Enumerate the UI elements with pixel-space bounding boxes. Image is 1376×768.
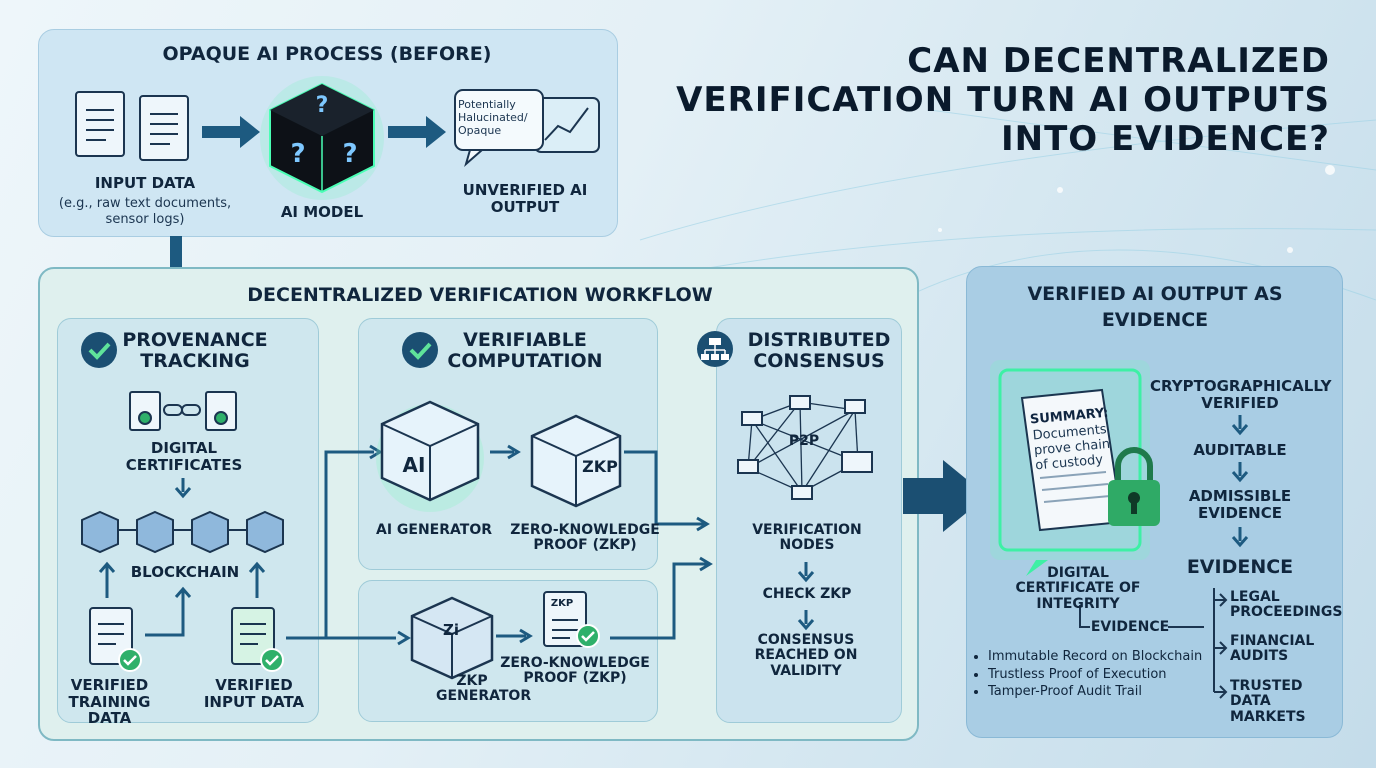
ai-model-label: AI MODEL (280, 203, 364, 221)
before-heading: OPAQUE AI PROCESS (BEFORE) (162, 43, 492, 65)
padlock-icon (1108, 447, 1160, 526)
evidence-small-label: EVIDENCE (1090, 619, 1170, 635)
blockchain-icon (81, 510, 284, 554)
network-icon (697, 331, 733, 367)
zkp-generator-label: ZKP GENERATOR (436, 673, 532, 705)
zkp-proof-label: ZERO-KNOWLEDGE PROOF (ZKP) (510, 522, 660, 554)
bullet-item: Immutable Record on Blockchain (988, 648, 1202, 666)
step-admissible: ADMISSIBLE EVIDENCE (1188, 487, 1292, 522)
doc-text: Documents prove chain of custody (1032, 422, 1111, 474)
zkp-proof-label-2: ZERO-KNOWLEDGE PROOF (ZKP) (500, 655, 650, 687)
input-data-label: INPUT DATA (94, 174, 196, 192)
page-title: CAN DECENTRALIZED VERIFICATION TURN AI O… (676, 41, 1330, 160)
bullet-item: Trustless Proof of Execution (988, 666, 1202, 684)
black-box-cube-icon: ? ? ? (260, 76, 384, 200)
zi-cube-label: Zi (442, 621, 460, 639)
verified-training-label: VERIFIED TRAINING DATA (68, 676, 151, 727)
consensus-panel (716, 318, 902, 723)
zkp-document-icon (543, 591, 600, 648)
check-circle-icon (402, 332, 438, 368)
provenance-heading: PROVENANCE TRACKING (122, 329, 268, 372)
svg-text:?: ? (290, 139, 305, 169)
p2p-label: P2P (788, 433, 820, 449)
digital-certificates-label: DIGITAL CERTIFICATES (125, 439, 243, 474)
use-markets: TRUSTED DATA MARKETS (1230, 678, 1306, 725)
speech-bubble-icon (454, 89, 600, 167)
blockchain-label: BLOCKCHAIN (130, 563, 240, 581)
verified-document-icon (89, 607, 284, 672)
consensus-reached-label: CONSENSUS REACHED ON VALIDITY (754, 632, 858, 679)
certificate-icon (129, 391, 237, 431)
use-legal: LEGAL PROCEEDINGS (1230, 589, 1343, 621)
verified-input-label: VERIFIED INPUT DATA (203, 676, 305, 711)
bubble-text: Potentially Halucinated/ Opaque (458, 98, 528, 138)
ai-cube-icon (376, 400, 484, 512)
zkp-cube-label: ZKP (582, 457, 618, 476)
bullet-item: Tamper-Proof Audit Trail (988, 683, 1202, 701)
consensus-heading: DISTRIBUTED CONSENSUS (747, 329, 891, 372)
verification-nodes-label: VERIFICATION NODES (752, 522, 862, 554)
step-crypto-verified: CRYPTOGRAPHICALLY VERIFIED (1150, 377, 1332, 412)
input-data-sub: (e.g., raw text documents, sensor logs) (58, 196, 232, 227)
step-evidence: EVIDENCE (1186, 556, 1294, 578)
svg-text:?: ? (316, 93, 329, 118)
evidence-heading: VERIFIED AI OUTPUT AS EVIDENCE (1027, 283, 1283, 331)
check-zkp-label: CHECK ZKP (762, 586, 852, 602)
big-arrow (903, 460, 987, 532)
unverified-output-label: UNVERIFIED AI OUTPUT (462, 181, 588, 216)
step-auditable: AUDITABLE (1193, 441, 1287, 459)
document-icon (75, 91, 189, 161)
ai-generator-label: AI GENERATOR (375, 522, 492, 538)
svg-text:?: ? (342, 139, 357, 169)
workflow-heading: DECENTRALIZED VERIFICATION WORKFLOW (247, 284, 713, 306)
zkp-generator-cube-icon (410, 596, 494, 680)
zkp-cube-icon (530, 414, 622, 508)
certificate-integrity-label: DIGITAL CERTIFICATE OF INTEGRITY (1015, 565, 1141, 612)
ai-cube-label: AI (402, 453, 426, 477)
evidence-bullets: Immutable Record on Blockchain Trustless… (972, 648, 1202, 701)
check-circle-icon (81, 332, 117, 368)
computation-heading: VERIFIABLE COMPUTATION (447, 329, 603, 372)
zkp-generator-panel (358, 580, 658, 722)
p2p-network-icon (737, 395, 873, 500)
zkp-doc-label: ZKP (550, 598, 574, 609)
use-financial: FINANCIAL AUDITS (1230, 633, 1315, 665)
